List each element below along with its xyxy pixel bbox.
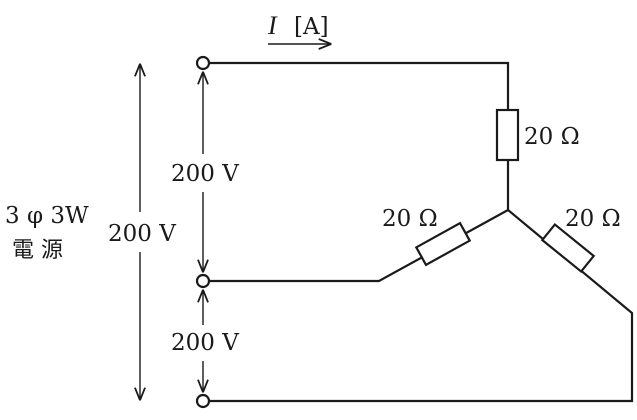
left-resistor [414, 221, 472, 267]
current-unit: [A] [294, 14, 329, 40]
right-resistor [540, 222, 596, 274]
middle-line-wire [210, 209, 509, 283]
top-resistor-label: 20 Ω [524, 124, 580, 150]
top-resistor [495, 108, 520, 162]
upper-voltage-label: 200 V [171, 161, 239, 187]
lower-voltage-label: 200 V [171, 330, 239, 356]
left-resistor-label: 20 Ω [382, 206, 438, 232]
terminal-bottom [195, 393, 211, 409]
top-line-wire [210, 61, 510, 110]
terminal-top [195, 55, 211, 71]
terminal-middle [195, 273, 211, 289]
current-symbol: I [267, 11, 278, 40]
outer-voltage-label: 200 V [108, 221, 176, 247]
source-label-line1: 3 φ 3W [5, 203, 89, 229]
right-resistor-label: 20 Ω [565, 206, 621, 232]
source-label-line2: 電 源 [12, 238, 63, 263]
